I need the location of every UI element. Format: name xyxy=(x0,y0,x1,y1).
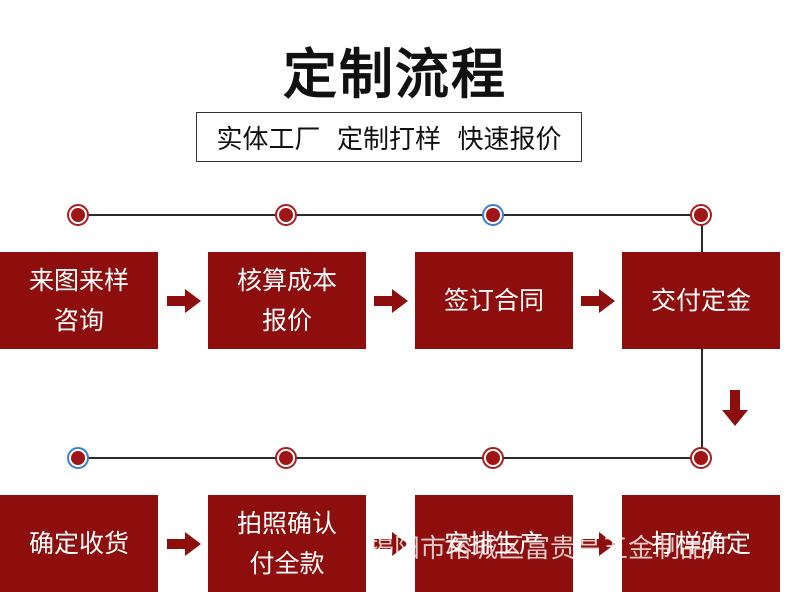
step-2-line2: 报价 xyxy=(261,305,312,335)
step-box-8: 打样确定 xyxy=(622,495,780,592)
step-2-line1: 核算成本 xyxy=(236,265,337,295)
node-top-1 xyxy=(67,204,89,226)
step-3-line1: 签订合同 xyxy=(443,285,544,315)
right-vertical-line-upper xyxy=(701,214,703,254)
step-4-line1: 交付定金 xyxy=(650,285,751,315)
step-box-1: 来图来样咨询 xyxy=(0,252,158,349)
subtitle-box: 实体工厂 定制打样 快速报价 xyxy=(196,112,582,162)
step-1-line2: 咨询 xyxy=(53,305,104,335)
arrow-right-icon xyxy=(167,289,201,313)
node-bottom-2 xyxy=(275,447,297,469)
arrow-down-icon xyxy=(722,390,748,426)
arrow-right-icon xyxy=(581,289,615,313)
arrow-right-icon xyxy=(581,532,615,556)
node-bottom-1 xyxy=(67,447,89,469)
step-8-line1: 打样确定 xyxy=(650,528,751,558)
right-vertical-line-lower xyxy=(701,348,703,458)
step-1-line1: 来图来样 xyxy=(28,265,129,295)
node-bottom-4 xyxy=(690,447,712,469)
step-6-line1: 拍照确认 xyxy=(236,508,337,538)
bottom-row-line xyxy=(78,457,702,459)
subtitle-text: 实体工厂 定制打样 快速报价 xyxy=(216,124,562,155)
arrow-right-icon xyxy=(374,532,408,556)
step-7-line1: 安排生产 xyxy=(443,528,544,558)
arrow-right-icon xyxy=(374,289,408,313)
step-box-3: 签订合同 xyxy=(415,252,573,349)
step-5-line1: 确定收货 xyxy=(28,528,129,558)
top-row-line xyxy=(78,214,702,216)
step-6-line2: 付全款 xyxy=(249,548,325,578)
step-box-6: 拍照确认付全款 xyxy=(208,495,366,592)
node-top-4 xyxy=(690,204,712,226)
step-box-5: 确定收货 xyxy=(0,495,158,592)
step-box-2: 核算成本报价 xyxy=(208,252,366,349)
page-title: 定制流程 xyxy=(283,43,507,106)
step-box-7: 安排生产 xyxy=(415,495,573,592)
node-top-2 xyxy=(275,204,297,226)
step-box-4: 交付定金 xyxy=(622,252,780,349)
node-top-3 xyxy=(482,204,504,226)
node-bottom-3 xyxy=(482,447,504,469)
arrow-right-icon xyxy=(167,532,201,556)
